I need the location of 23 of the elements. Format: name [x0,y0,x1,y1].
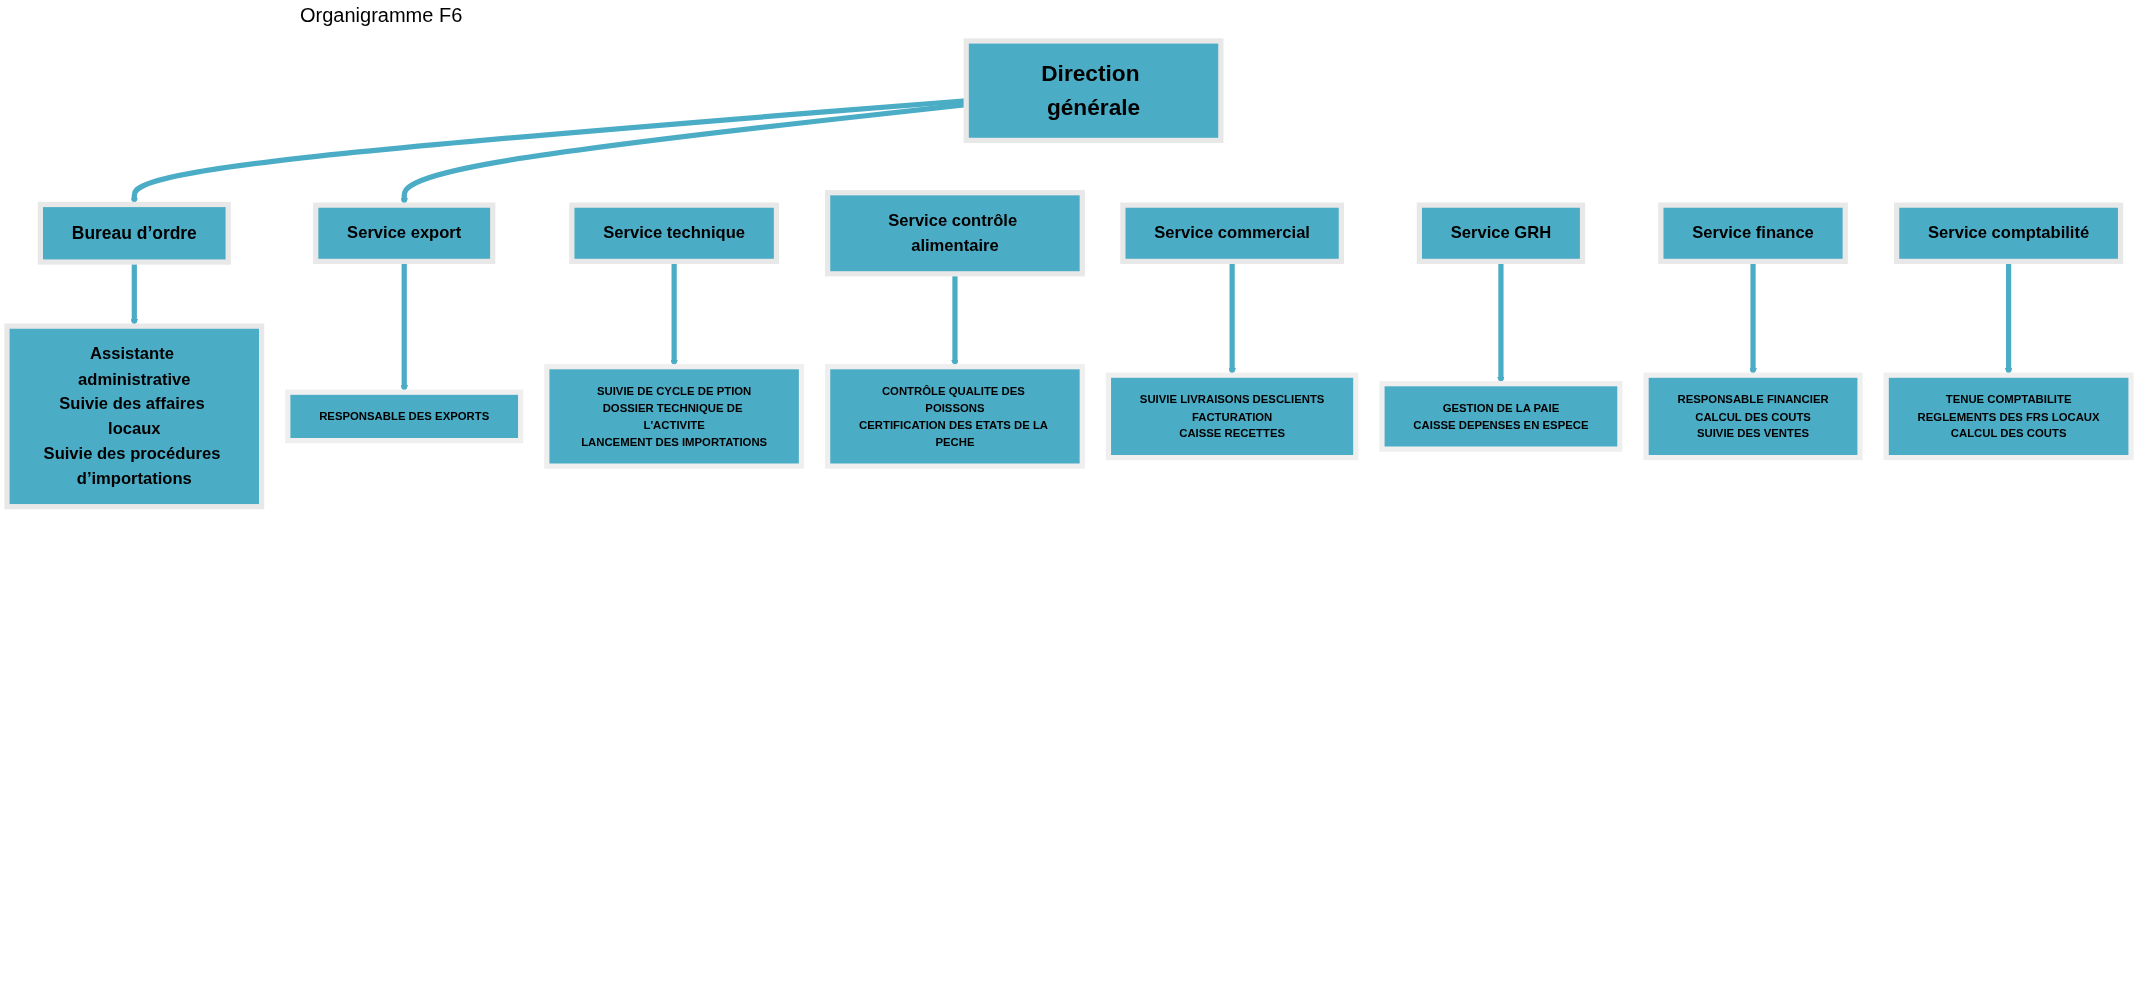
node-box: TENUE COMPTABILITE REGLEMENTS DES FRS LOCAUX CALCUL DES COUTS [1883,372,2134,461]
node-box: GESTION DE LA PAIE CAISSE DEPENSES EN ESPECE [1379,381,1623,452]
node-box: Direction générale [963,38,1224,143]
node-box: Assistante administrative Suivie des affaires locaux Suivie des procédures d’importations [4,323,265,510]
node-box: SUIVIE LIVRAISONS DESCLIENTS FACTURATION CAISSE RECETTES [1105,372,1359,461]
node-box: Service comptabilité [1894,202,2124,264]
node-box: Service finance [1658,202,1848,264]
node-box: Service commercial [1120,202,1344,264]
arrow [1228,261,1236,376]
node-box: RESPONSABLE FINANCIER CALCUL DES COUTS SUIVIE DES VENTES [1643,372,1863,461]
diagram-title: Organigramme F6 [300,4,463,27]
node-box: Service export [313,202,496,264]
arrow [1749,261,1757,376]
node-box: Service GRH [1416,202,1586,264]
arrow [130,262,139,327]
node-box: CONTRÔLE QUALITE DES POISSONS CERTIFICATION DES ETATS DE LA PECHE [825,364,1085,469]
arrow [2004,261,2013,376]
node-box: Bureau d’ordre [37,201,231,265]
node-box: Service contrôle alimentaire [825,190,1085,277]
node-box: SUIVIE DE CYCLE DE PTION DOSSIER TECHNIQUE DE L'ACTIVITE LANCEMENT DES IMPORTATIONS [544,364,805,469]
node-box: RESPONSABLE DES EXPORTS [285,389,524,444]
arrow [400,261,409,393]
node-box: Service technique [569,202,780,264]
